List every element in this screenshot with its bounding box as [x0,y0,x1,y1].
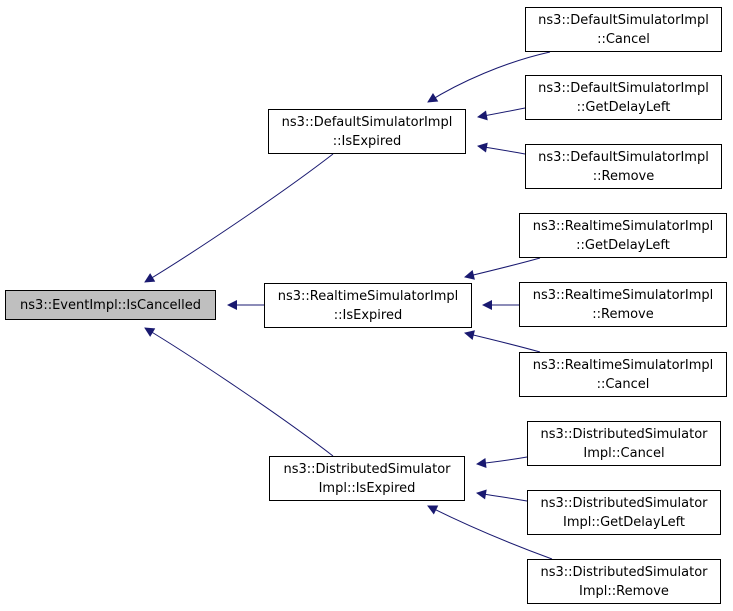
node-label-line-2: ::Remove [592,306,654,322]
node-label-line-1: ns3::DefaultSimulatorImpl [538,149,709,165]
node-label-line-1: ns3::DefaultSimulatorImpl [538,80,709,96]
node-label-line-1: ns3::RealtimeSimulatorImpl [532,218,714,234]
edge-dsi_getdelayleft-to-dsi_isexpired [477,107,526,121]
node-label-line-1: ns3::RealtimeSimulatorImpl [277,288,459,304]
node-label-line-1: ns3::DistributedSimulator [540,426,708,442]
node-realtimesimulatorimpl-getdelayleft[interactable]: ns3::RealtimeSimulatorImpl ::GetDelayLef… [519,213,727,258]
node-defaultsimulatorimpl-cancel[interactable]: ns3::DefaultSimulatorImpl ::Cancel [525,7,722,52]
node-distributedsimulatorimpl-cancel[interactable]: ns3::DistributedSimulator Impl::Cancel [527,421,721,466]
node-label-line-2: Impl::GetDelayLeft [562,514,686,530]
node-defaultsimulatorimpl-isexpired[interactable]: ns3::DefaultSimulatorImpl ::IsExpired [268,109,466,154]
node-realtimesimulatorimpl-isexpired[interactable]: ns3::RealtimeSimulatorImpl ::IsExpired [264,283,472,328]
node-realtimesimulatorimpl-cancel[interactable]: ns3::RealtimeSimulatorImpl ::Cancel [519,352,727,397]
node-distributedsimulatorimpl-getdelayleft[interactable]: ns3::DistributedSimulator Impl::GetDelay… [527,490,721,535]
edge-dsi_cancel-to-dsi_isexpired [427,51,551,103]
node-distributedsimulatorimpl-isexpired[interactable]: ns3::DistributedSimulator Impl::IsExpire… [269,456,465,501]
node-label-line-2: ::GetDelayLeft [576,99,671,115]
node-label-line-1: ns3::EventImpl::IsCancelled [20,297,201,313]
node-defaultsimulatorimpl-remove[interactable]: ns3::DefaultSimulatorImpl ::Remove [525,144,722,189]
edge-dist_remove-to-dist_isexpired [427,505,553,560]
edge-rsi_getdelayleft-to-rsi_isexpired [464,257,541,280]
node-label-line-1: ns3::DistributedSimulator [540,495,708,511]
edge-dist_getdelayleft-to-dist_isexpired [476,489,528,502]
node-realtimesimulatorimpl-remove[interactable]: ns3::RealtimeSimulatorImpl ::Remove [519,282,727,327]
node-label-line-1: ns3::DefaultSimulatorImpl [538,12,709,28]
edge-dsi_remove-to-dsi_isexpired [477,142,526,155]
node-label-line-2: Impl::IsExpired [318,480,416,496]
node-defaultsimulatorimpl-getdelayleft[interactable]: ns3::DefaultSimulatorImpl ::GetDelayLeft [525,75,722,120]
node-distributedsimulatorimpl-remove[interactable]: ns3::DistributedSimulator Impl::Remove [527,559,721,604]
node-eventimpl-iscancelled[interactable]: ns3::EventImpl::IsCancelled [5,290,216,320]
node-label-line-2: ::GetDelayLeft [576,237,670,253]
node-label-line-2: Impl::Cancel [583,445,665,461]
node-label-line-1: ns3::DistributedSimulator [283,461,451,477]
edge-rsi_cancel-to-rsi_isexpired [464,330,541,353]
node-label-line-1: ns3::RealtimeSimulatorImpl [532,357,714,373]
node-label-line-2: ::Cancel [597,31,650,47]
node-label-line-1: ns3::DefaultSimulatorImpl [281,114,453,130]
node-label-line-1: ns3::DistributedSimulator [540,564,708,580]
node-label-line-2: ::IsExpired [332,133,402,149]
edge-dsi_isexpired-to-root [144,153,334,283]
node-label-line-2: ::IsExpired [333,307,403,323]
node-label-line-1: ns3::RealtimeSimulatorImpl [532,287,714,303]
node-label-line-2: ::Remove [592,168,655,184]
edge-dist_cancel-to-dist_isexpired [476,456,528,468]
edge-dist_isexpired-to-root [144,327,334,457]
node-label-line-2: Impl::Remove [579,583,669,599]
node-label-line-2: ::Cancel [596,376,650,392]
